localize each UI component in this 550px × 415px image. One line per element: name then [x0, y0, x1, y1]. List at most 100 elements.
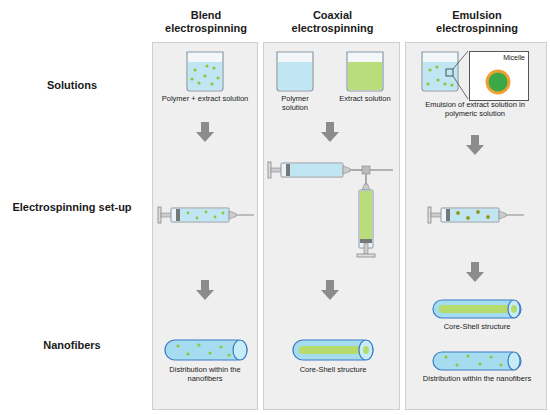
nanofiber-part: [433, 300, 521, 318]
caption: Extract solution: [339, 95, 391, 104]
beaker-part: [197, 81, 200, 84]
beaker-part: [450, 83, 453, 86]
nanofiber: [165, 340, 247, 360]
syringe-part: [180, 209, 228, 221]
panel-heading: Emulsion electrospinning: [406, 5, 548, 39]
beaker-part: [210, 82, 213, 85]
beaker-part: [443, 82, 446, 85]
syringe-part: [486, 215, 490, 219]
nanofiber-part: [508, 300, 520, 318]
process-arrow-part: [466, 135, 484, 155]
coaxial-syringe-part: [350, 169, 362, 171]
beaker: [277, 52, 313, 91]
syringe-part: [205, 211, 208, 214]
panel-heading: Coaxial electrospinning: [264, 5, 401, 39]
coaxial-syringe-part: [362, 184, 370, 190]
beaker-part: [446, 69, 453, 76]
syringe-part: [222, 212, 225, 215]
beaker-part: [190, 77, 193, 80]
beaker-part: [436, 78, 439, 81]
syringe-part: [229, 211, 236, 219]
nanofiber-part: [219, 345, 222, 348]
beaker: [347, 52, 383, 91]
beaker-part: [423, 62, 457, 90]
syringe-part: [428, 207, 431, 223]
beaker-part: [347, 52, 383, 91]
beaker: [422, 51, 468, 99]
syringe-part: [476, 210, 480, 214]
panel-heading: Blend electrospinning: [153, 5, 259, 39]
process-arrow-part: [321, 122, 339, 142]
row-label: Nanofibers: [7, 339, 137, 352]
process-arrow-part: [196, 280, 214, 300]
coaxial-syringe-part: [290, 164, 342, 176]
beaker-part: [193, 68, 196, 71]
nanofiber-part: [299, 346, 366, 354]
nanofiber: [433, 300, 521, 318]
syringe-part: [214, 216, 217, 219]
beaker-part: [277, 52, 313, 91]
syringe-part: [446, 209, 450, 221]
coaxial-syringe-part: [360, 191, 372, 239]
coaxial-syringe-part: [286, 164, 290, 176]
nanofiber: [433, 352, 521, 370]
nanofiber-part: [433, 352, 521, 370]
beaker-part: [187, 52, 223, 91]
syringe-part: [499, 211, 506, 219]
coaxial-syringe-part: [343, 166, 350, 174]
coaxial-syringe-part: [365, 174, 367, 184]
beaker-part: [216, 76, 219, 79]
nanofiber-part: [489, 355, 492, 358]
coaxial-syringe-part: [268, 162, 271, 178]
coaxial-syringe-part: [364, 243, 368, 254]
micelle-symbol: [487, 71, 509, 93]
nanofiber-part: [508, 352, 520, 370]
syringe-part: [456, 211, 460, 215]
beaker-part: [205, 64, 208, 67]
beaker: [187, 52, 223, 91]
nanofiber-part: [499, 363, 502, 366]
inset-label: Micelle: [470, 52, 528, 62]
nanofiber-part: [233, 340, 247, 360]
nanofiber: [293, 340, 373, 360]
syringe-part: [236, 214, 254, 215]
caption: Core-Shell structure: [288, 366, 378, 375]
nanofiber-part: [466, 354, 469, 357]
nanofiber-part: [227, 353, 230, 356]
coaxial-syringe-part: [360, 239, 372, 243]
nanofiber-part: [363, 346, 369, 354]
nanofiber-part: [359, 340, 373, 360]
coaxial-syringe-part: [357, 254, 375, 257]
process-arrow-part: [466, 262, 484, 282]
syringe-part: [466, 216, 470, 220]
syringe: [158, 207, 254, 223]
syringe: [428, 207, 524, 223]
row-label: Electrospinning set-up: [12, 201, 132, 214]
beaker-part: [422, 52, 458, 91]
coaxial-syringe-part: [362, 166, 370, 174]
syringe-part: [187, 212, 190, 215]
caption: Emulsion of extract solution in polymeri…: [411, 101, 539, 118]
nanofiber-part: [208, 351, 211, 354]
caption: Polymer + extract solution: [157, 95, 253, 104]
caption: Polymer solution: [269, 95, 321, 112]
nanofiber-part: [511, 305, 517, 313]
nanofiber-part: [186, 352, 189, 355]
row-label: Solutions: [7, 79, 137, 92]
coaxial-syringe-part: [281, 163, 343, 177]
caption: Core-Shell structure: [422, 323, 532, 332]
syringe-part: [441, 208, 499, 222]
beaker-part: [435, 65, 438, 68]
beaker-part: [203, 74, 206, 77]
beaker-part: [426, 82, 429, 85]
syringe-part: [450, 209, 498, 221]
beaker-part: [453, 51, 468, 69]
coaxial-syringe-part: [359, 190, 373, 248]
nanofiber-part: [165, 340, 247, 360]
syringe-part: [506, 214, 524, 215]
caption: Distribution within the nanofibers: [422, 375, 532, 384]
caption: Distribution within the nanofibers: [157, 366, 253, 383]
beaker-part: [188, 62, 222, 90]
